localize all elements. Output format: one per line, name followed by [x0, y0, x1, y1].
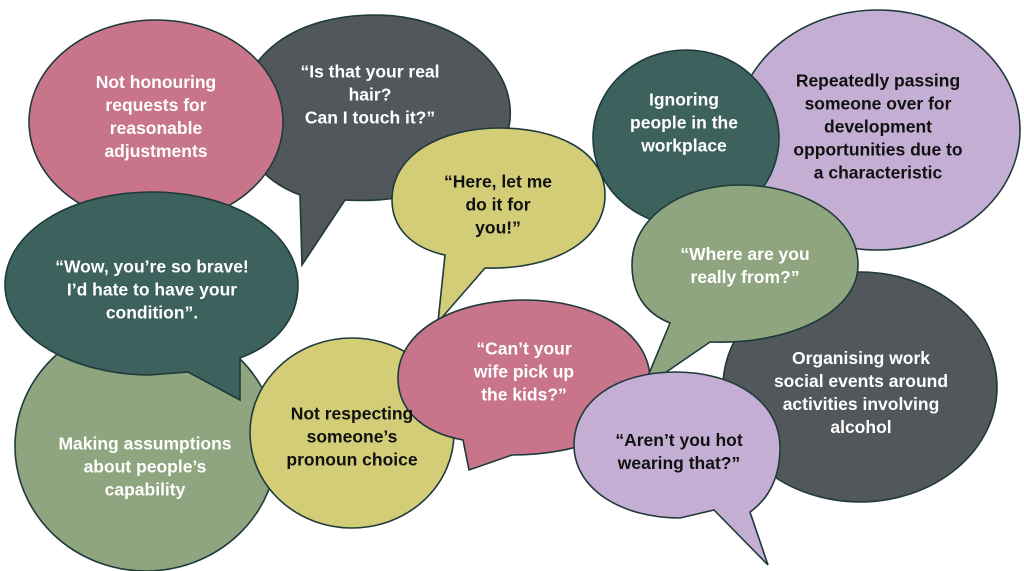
bubble-assumptions: Making assumptions about people’s capabi…	[58, 433, 231, 502]
bubble-text-line: Organising work	[791, 348, 931, 368]
bubble-ignoring-people: Ignoring people in the workplace	[630, 89, 738, 158]
bubble-text-line: Ignoring	[649, 89, 719, 110]
bubble-hot-wearing-shape	[573, 371, 781, 566]
bubble-text-line: workplace	[641, 135, 727, 156]
bubble-text-line: wife pick up	[473, 361, 575, 382]
bubble-text-line: requests for	[105, 95, 207, 115]
bubble-really-from: “Where are you really from?”	[680, 243, 809, 289]
bubble-text-line: people in the	[630, 112, 738, 133]
bubble-text-line: activities involving	[782, 394, 940, 414]
bubble-text-line: social events around	[773, 371, 949, 391]
bubble-text-line: development	[824, 116, 932, 137]
bubble-text-line: really from?”	[690, 267, 800, 287]
bubble-text-line: “Here, let me	[444, 171, 552, 192]
bubble-hot-wearing: “Aren’t you hot wearing that?”	[615, 429, 742, 475]
bubble-text-line: “Where are you	[680, 244, 810, 264]
bubble-social-events: Organising work social events around act…	[774, 347, 948, 439]
bubble-let-me-do-it: “Here, let me do it for you!”	[444, 171, 552, 240]
bubble-text-line: Repeatedly passing	[795, 70, 961, 91]
bubble-wife-kids: “Can’t your wife pick up the kids?”	[474, 338, 574, 407]
bubble-so-brave-shape	[4, 191, 299, 402]
bubble-text-line: I’d hate to have your	[66, 279, 238, 300]
bubble-text-line: Making assumptions	[58, 433, 232, 454]
bubble-text-line: reasonable	[109, 118, 203, 138]
bubble-text-line: alcohol	[830, 417, 892, 437]
bubble-text-line: someone over for	[804, 93, 952, 114]
bubble-text-line: a characteristic	[813, 162, 943, 183]
bubble-text-line: you!”	[475, 217, 521, 238]
bubble-text-line: Not honouring	[95, 72, 217, 92]
bubble-text-line: someone’s	[306, 426, 398, 447]
bubble-text-line: condition”.	[105, 302, 199, 323]
bubble-text-line: “Wow, you’re so brave!	[55, 256, 249, 277]
bubble-not-honouring: Not honouring requests for reasonable ad…	[96, 71, 217, 163]
bubble-text-line: opportunities due to	[793, 139, 963, 160]
bubble-text-line: Not respecting	[290, 403, 414, 424]
bubble-text-line: about people’s	[83, 456, 207, 477]
bubble-text-line: wearing that?”	[617, 453, 741, 473]
bubble-really-from-shape	[631, 184, 859, 391]
bubble-so-brave: “Wow, you’re so brave! I’d hate to have …	[55, 256, 249, 325]
bubble-passing-over: Repeatedly passing someone over for deve…	[793, 70, 962, 185]
bubble-text-line: “Is that your real	[300, 61, 440, 82]
bubble-text-line: adjustments	[104, 141, 208, 161]
bubble-real-hair: “Is that your real hair? Can I touch it?…	[300, 61, 439, 130]
bubble-let-me-do-it-shape	[391, 127, 606, 325]
bubble-text-line: the kids?”	[481, 384, 567, 405]
bubble-text-line: do it for	[465, 194, 531, 215]
bubble-text-line: “Can’t your	[476, 338, 572, 359]
bubble-text-line: hair?	[348, 84, 392, 105]
bubble-text-line: pronoun choice	[286, 449, 418, 470]
bubble-text-line: “Aren’t you hot	[615, 430, 743, 450]
bubble-text-line: capability	[104, 479, 186, 500]
bubble-pronoun-choice: Not respecting someone’s pronoun choice	[286, 403, 417, 472]
bubble-text-line: Can I touch it?”	[304, 107, 436, 128]
